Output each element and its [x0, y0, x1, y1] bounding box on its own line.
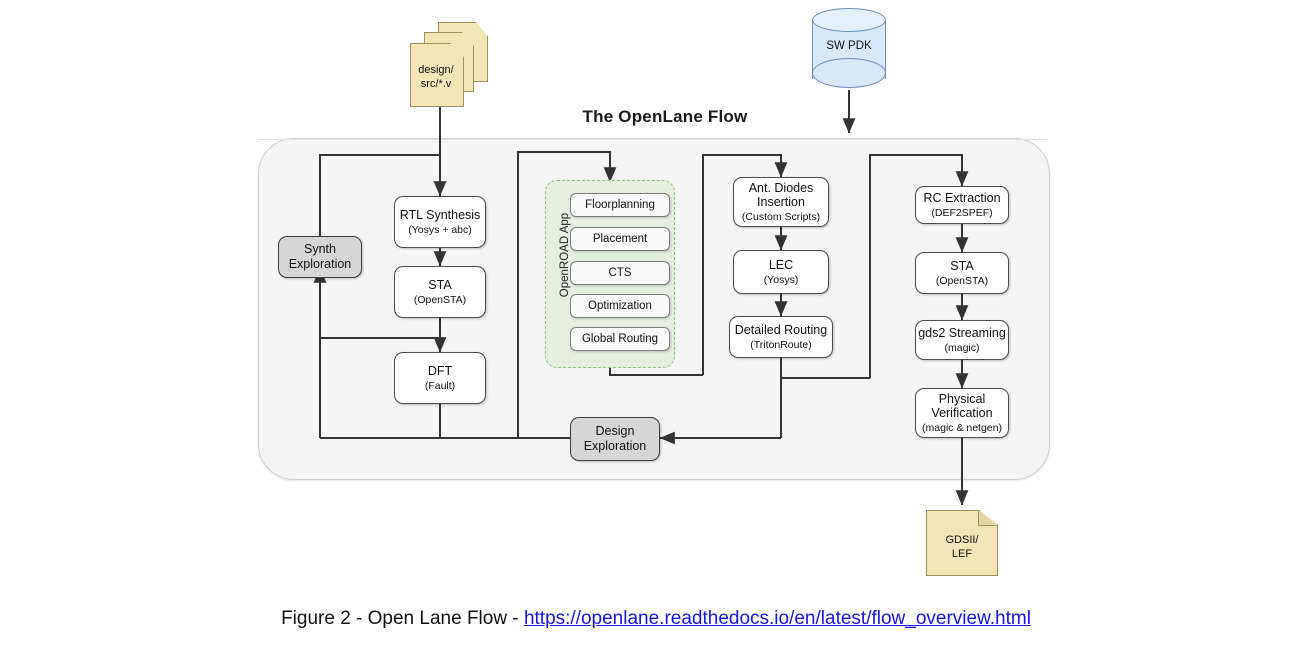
wire-openroad-out	[609, 366, 703, 376]
physical-verification-line1: Physical	[938, 391, 986, 406]
openroad-step-floorplanning[interactable]: Floorplanning	[570, 193, 670, 217]
openroad-step-global-routing[interactable]: Global Routing	[570, 327, 670, 351]
dft-title: DFT	[427, 363, 453, 378]
gdsii-lef-output-doc: GDSII/ LEF	[926, 510, 998, 576]
synth-exploration-line2: Exploration	[288, 257, 352, 271]
lec-title: LEC	[768, 257, 794, 272]
node-sta-signoff[interactable]: STA (OpenSTA)	[915, 252, 1009, 294]
openroad-step-optimization[interactable]: Optimization	[570, 294, 670, 318]
detailed-routing-title: Detailed Routing	[734, 322, 828, 337]
sw-pdk-label: SW PDK	[826, 40, 872, 52]
sta-synth-title: STA	[428, 277, 452, 292]
node-synth-exploration[interactable]: Synth Exploration	[278, 236, 362, 278]
wire-dft-out	[439, 404, 518, 439]
gds2-streaming-tool: (magic)	[944, 341, 980, 354]
sta-signoff-title: STA	[950, 258, 974, 273]
cylinder-top	[812, 8, 886, 32]
caption-link[interactable]: https://openlane.readthedocs.io/en/lates…	[523, 608, 1031, 629]
rtl-synthesis-title: RTL Synthesis	[399, 207, 481, 222]
caption-text: Figure 2 - Open Lane Flow -	[281, 608, 524, 629]
diagram-title: The OpenLane Flow	[582, 107, 748, 126]
sta-synth-tool: (OpenSTA)	[413, 293, 467, 306]
design-sources-label: design/ src/*.v	[418, 64, 454, 90]
openroad-app-panel: OpenROAD App Floorplanning Placement CTS…	[545, 180, 675, 368]
node-sta-synth[interactable]: STA (OpenSTA)	[394, 266, 486, 318]
node-physical-verification[interactable]: Physical Verification (magic & netgen)	[915, 388, 1009, 438]
node-dft[interactable]: DFT (Fault)	[394, 352, 486, 404]
sta-signoff-tool: (OpenSTA)	[935, 274, 989, 287]
gds2-streaming-title: gds2 Streaming	[918, 325, 1006, 340]
openroad-step-placement[interactable]: Placement	[570, 227, 670, 251]
openroad-step-cts[interactable]: CTS	[570, 261, 670, 285]
synth-exploration-line1: Synth	[304, 242, 336, 257]
sw-pdk-datastore: SW PDK	[812, 8, 886, 90]
rc-extraction-title: RC Extraction	[923, 190, 1001, 205]
rc-extraction-tool: (DEF2SPEF)	[931, 206, 993, 219]
lec-tool: (Yosys)	[763, 273, 799, 286]
doc-sheet-front	[410, 43, 464, 107]
ant-diodes-line2: Insertion	[757, 195, 805, 210]
ant-diodes-line1: Ant. Diodes	[748, 180, 814, 195]
node-lec[interactable]: LEC (Yosys)	[733, 250, 829, 294]
detailed-routing-tool: (TritonRoute)	[750, 338, 812, 351]
gdsii-lef-label: GDSII/ LEF	[945, 534, 979, 560]
title-divider	[258, 139, 1048, 140]
design-sources-doc: design/ src/*.v	[408, 22, 488, 107]
node-rtl-synthesis[interactable]: RTL Synthesis (Yosys + abc)	[394, 196, 486, 248]
ant-diodes-tool: (Custom Scripts)	[741, 211, 821, 224]
node-design-exploration[interactable]: Design Exploration	[570, 417, 660, 461]
openroad-app-label: OpenROAD App	[559, 212, 571, 298]
physical-verification-tool: (magic & netgen)	[922, 422, 1002, 435]
design-exploration-line2: Exploration	[583, 439, 647, 453]
wire-to-rcextract	[869, 154, 969, 378]
dft-tool: (Fault)	[424, 379, 456, 392]
physical-verification-line2: Verification	[931, 406, 993, 421]
node-antenna-diodes-insertion[interactable]: Ant. Diodes Insertion (Custom Scripts)	[733, 177, 829, 227]
design-exploration-line1: Design	[595, 424, 635, 439]
node-detailed-routing[interactable]: Detailed Routing (TritonRoute)	[729, 316, 833, 358]
node-gds2-streaming[interactable]: gds2 Streaming (magic)	[915, 320, 1009, 360]
wire-to-antdiodes	[702, 154, 788, 375]
figure-caption: Figure 2 - Open Lane Flow - https://open…	[0, 608, 1312, 630]
node-rc-extraction[interactable]: RC Extraction (DEF2SPEF)	[915, 186, 1009, 224]
rtl-synthesis-tool: (Yosys + abc)	[408, 223, 472, 236]
cylinder-bottom	[812, 58, 886, 88]
wire-bus-to-synth-top	[319, 154, 440, 236]
wire-to-openroad	[517, 151, 617, 438]
